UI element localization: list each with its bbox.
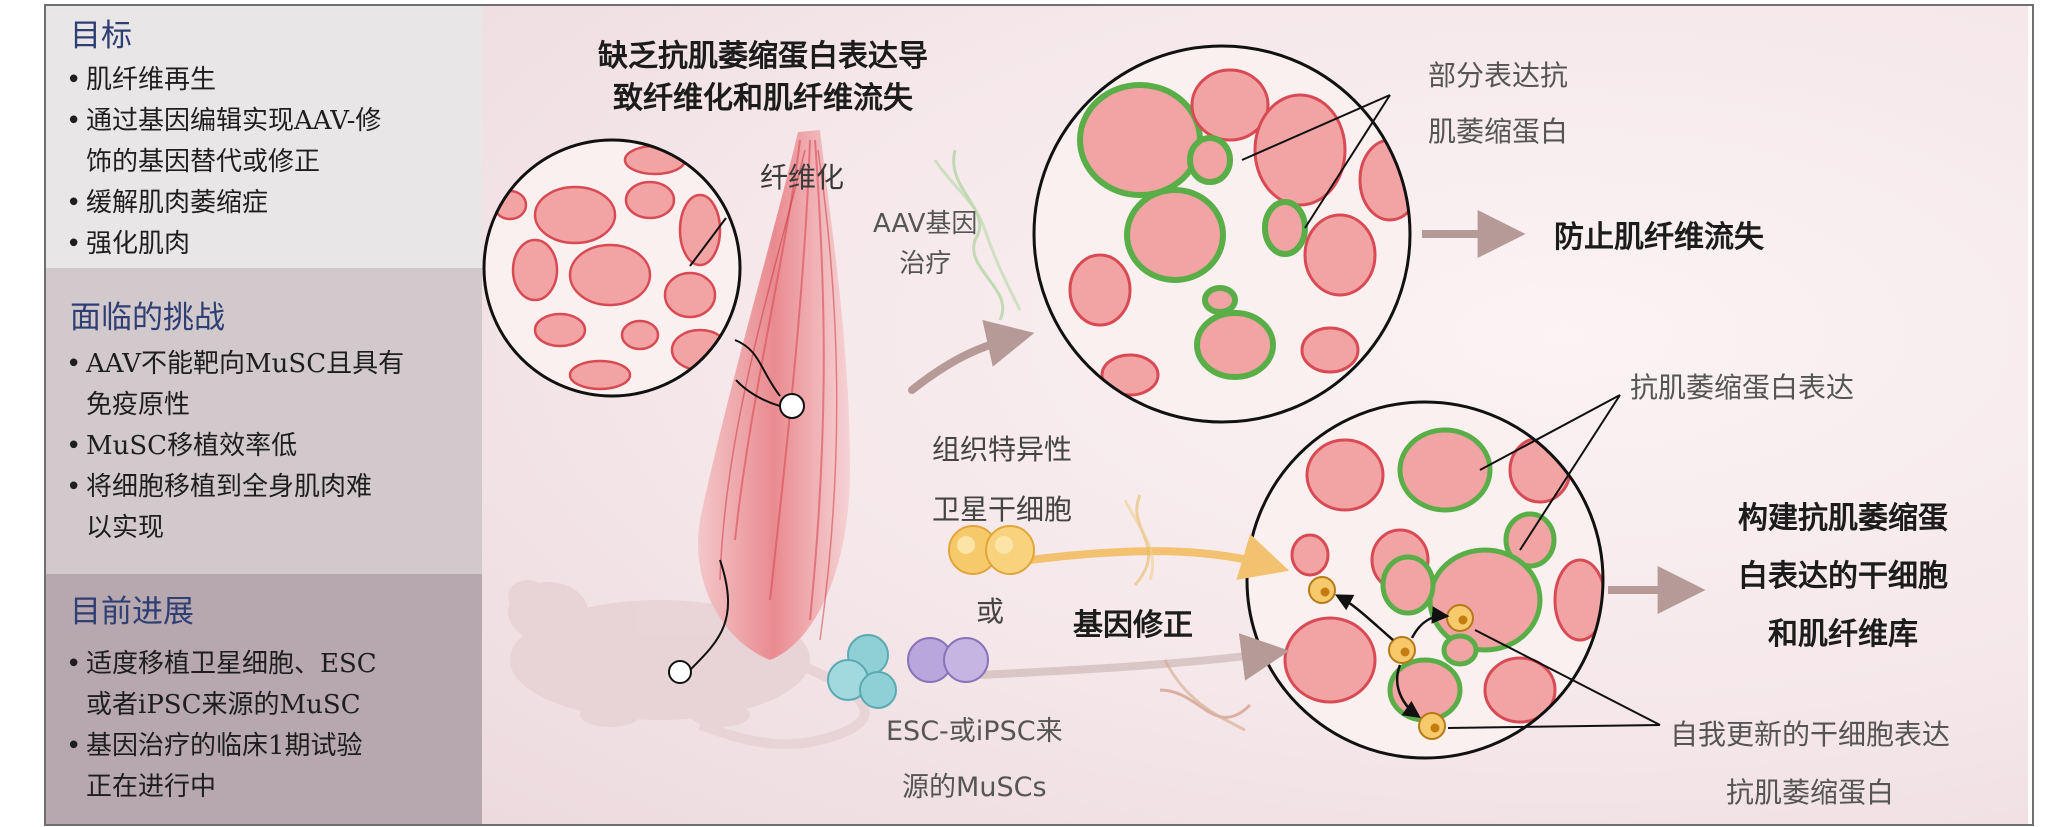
label-aav-gene-therapy: AAV基因 治疗	[873, 209, 978, 279]
partial-expression-circle	[1032, 44, 1412, 424]
list-item: 强化肌肉	[64, 224, 381, 265]
label-or: 或	[976, 595, 1005, 628]
label-prevent-fiber-loss: 防止肌纤维流失	[1554, 220, 1764, 255]
progress-title: 目前进展	[70, 594, 194, 630]
label-fibrosis: 纤维化	[760, 161, 845, 194]
goals-title: 目标	[70, 18, 132, 54]
list-item: MuSC移植效率低	[64, 426, 404, 467]
list-item: 肌纤维再生	[64, 60, 381, 101]
dna-helix-icons	[933, 149, 1252, 732]
label-stem-cell-fiber-library: 构建抗肌萎缩蛋 白表达的干细胞 和肌纤维库	[1738, 501, 1948, 652]
label-self-renewing-stem-cells: 自我更新的干细胞表达 抗肌萎缩蛋白	[1670, 718, 1951, 809]
challenges-title: 面临的挑战	[70, 300, 225, 336]
label-partial-expression: 部分表达抗 肌萎缩蛋白	[1428, 59, 1569, 148]
fibrosis-tissue-circle	[482, 138, 742, 398]
satellite-cells	[948, 525, 1035, 575]
callout-markers	[668, 339, 805, 684]
label-dystrophin-expression: 抗肌萎缩蛋白表达	[1630, 371, 1855, 404]
label-gene-correction: 基因修正	[1073, 608, 1193, 643]
fibrosis-pointer	[689, 217, 727, 267]
list-item: 缓解肌肉萎缩症	[64, 183, 381, 224]
process-arrows	[908, 210, 1706, 681]
ipsc-cells	[907, 637, 989, 683]
muscle-illustration	[698, 130, 850, 660]
esc-cells	[827, 634, 897, 709]
title-dystrophin-deficiency: 缺乏抗肌萎缩蛋白表达导 致纤维化和肌纤维流失	[598, 39, 928, 116]
label-esc-ipsc-muscs: ESC-或iPSC来 源的MuSCs	[886, 716, 1063, 803]
label-tissue-specific-satellite: 组织特异性 卫星干细胞	[932, 433, 1073, 526]
stem-cell-library-circle	[1245, 394, 1661, 760]
